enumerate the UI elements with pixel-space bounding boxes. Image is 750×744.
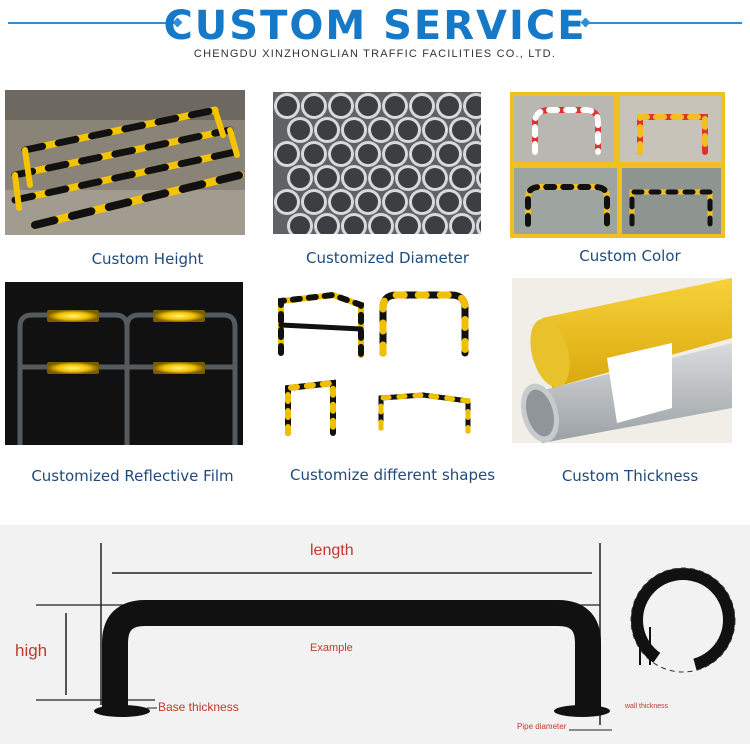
pipe-bore <box>466 192 481 212</box>
custom-height-photo <box>5 90 245 235</box>
pipe-bore <box>479 172 481 184</box>
pipe-bore <box>479 220 481 232</box>
example-label: Example <box>310 642 353 654</box>
pipe-end <box>476 119 481 141</box>
dimension-diagram: length high Example Base thickness Pipe … <box>0 525 750 744</box>
base-thickness-label: Base thickness <box>158 700 239 714</box>
pipe-bore <box>317 168 337 188</box>
company-name: CHENGDU XINZHONGLIAN TRAFFIC FACILITIES … <box>193 48 557 60</box>
header-divider-left <box>8 22 176 24</box>
pipe-bore <box>466 144 481 164</box>
length-label: length <box>310 542 354 559</box>
pipe-bore <box>452 168 472 188</box>
pipe-bore <box>398 216 418 234</box>
pipe-bore <box>331 144 351 164</box>
pipe-bore <box>277 96 297 116</box>
pipe-bore <box>439 192 459 212</box>
pipe-bore <box>304 144 324 164</box>
pipe-bore <box>385 96 405 116</box>
pipe-bore <box>371 120 391 140</box>
pipe-bore <box>358 192 378 212</box>
pipe-bore <box>412 192 432 212</box>
custom-height-caption: Custom Height <box>91 250 204 268</box>
pipe-bore <box>371 216 391 234</box>
custom-color-photo <box>510 92 725 238</box>
pipe-bore <box>412 96 432 116</box>
wall-thickness-label: wall thickness <box>625 703 669 710</box>
pipe-bore <box>290 216 310 234</box>
pipe-bore <box>398 168 418 188</box>
pipe-bore <box>290 168 310 188</box>
reflective-film-caption: Customized Reflective Film <box>31 467 234 485</box>
pipe-diameter-label: Pipe diameter <box>517 722 567 731</box>
pipe-bore <box>385 192 405 212</box>
page-header: CUSTOM SERVICE CHENGDU XINZHONGLIAN TRAF… <box>0 0 750 70</box>
pipe-bore <box>479 124 481 136</box>
different-shapes-photo <box>273 283 485 443</box>
pipe-bore <box>358 96 378 116</box>
customized-diameter-caption: Customized Diameter <box>305 249 470 267</box>
pipe-bore <box>304 96 324 116</box>
pipe-bore <box>331 192 351 212</box>
pipe-bore <box>344 120 364 140</box>
page-title: CUSTOM SERVICE <box>163 3 587 49</box>
pipe-bore <box>425 168 445 188</box>
pipe-bore <box>317 216 337 234</box>
pipe-bore <box>331 96 351 116</box>
custom-thickness-photo <box>512 278 732 443</box>
custom-color-caption: Custom Color <box>579 247 681 265</box>
pipe-bore <box>439 96 459 116</box>
pipe-bore <box>385 144 405 164</box>
pipe-bore <box>358 144 378 164</box>
pipe-bore <box>398 120 418 140</box>
reflective-film-photo <box>5 282 243 445</box>
pipe-bore <box>317 120 337 140</box>
different-shapes-caption: Customize different shapes <box>289 466 496 484</box>
pipe-bore <box>439 144 459 164</box>
pipe-bore <box>466 96 481 116</box>
pipe-bore <box>290 120 310 140</box>
customized-diameter-photo <box>273 92 481 234</box>
pipe-bore <box>425 120 445 140</box>
pipe-bore <box>425 216 445 234</box>
barrier-example-drawing <box>36 543 736 731</box>
pipe-bore <box>412 144 432 164</box>
pipe-bore <box>452 216 472 234</box>
pipe-bore <box>371 168 391 188</box>
high-label: high <box>15 641 48 660</box>
pipe-bore <box>277 192 297 212</box>
pipe-bore <box>344 168 364 188</box>
header-divider-right <box>586 22 742 24</box>
pipe-bore <box>452 120 472 140</box>
pipe-bore <box>344 216 364 234</box>
pipe-bore <box>304 192 324 212</box>
pipe-end <box>476 167 481 189</box>
custom-thickness-caption: Custom Thickness <box>561 467 699 485</box>
pipe-bore <box>277 144 297 164</box>
